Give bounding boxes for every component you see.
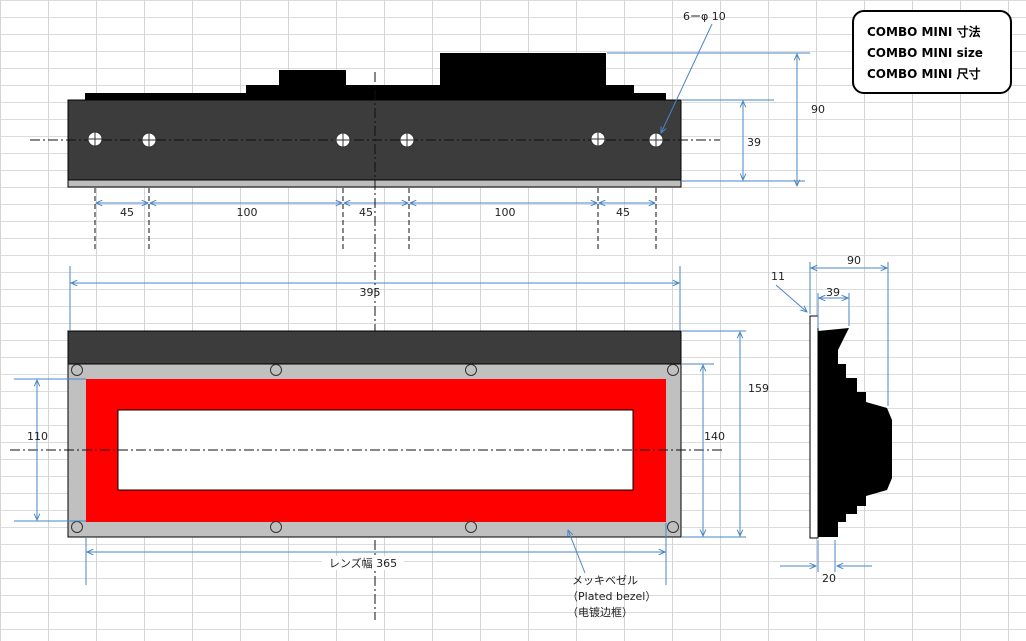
side-flange (809, 315, 819, 539)
dim-hole-spacing-1: 45 (120, 206, 134, 219)
bezel-label-en: （Plated bezel） (567, 590, 656, 603)
dim-lens-width: レンズ幅 365 (329, 556, 397, 570)
bezel-label-cn: （电镀边框） (567, 605, 633, 619)
dim-height-short: 39 (747, 136, 761, 149)
hole-callout: 6ーφ 10 (683, 10, 726, 23)
dim-side-base: 20 (822, 572, 836, 585)
bezel-label-jp: メッキベゼル (572, 574, 638, 587)
front-top-band (67, 330, 682, 365)
dim-hole-spacing-4: 100 (495, 206, 516, 219)
front-view: 110 140 159 レンズ幅 365 メッキベゼル （Plated beze… (10, 330, 769, 619)
side-profile (818, 328, 892, 537)
top-view: 45 100 45 100 45 6ーφ 10 39 90 395 (30, 10, 825, 330)
dim-overall-height: 159 (748, 382, 769, 395)
dim-side-mid: 39 (826, 286, 840, 299)
dim-bezel-height: 140 (704, 430, 725, 443)
top-profile (85, 53, 666, 100)
flange-leader (775, 284, 807, 312)
dim-side-depth: 90 (847, 254, 861, 267)
dim-lens-height: 110 (27, 430, 48, 443)
hole-callout-leader (661, 23, 713, 133)
dim-height-tall: 90 (811, 103, 825, 116)
bezel-screw (270, 364, 282, 376)
title-line-en: COMBO MINI size (867, 46, 983, 60)
bezel-callout-leader (568, 530, 586, 574)
dim-overall-width: 395 (360, 286, 381, 299)
title-line-ja: COMBO MINI 寸法 (867, 25, 981, 39)
bezel-screw (667, 364, 679, 376)
bezel-screw (71, 364, 83, 376)
bezel-screw (270, 521, 282, 533)
dim-hole-spacing-3: 45 (359, 206, 373, 219)
bezel-screw (667, 521, 679, 533)
bezel-screw (465, 521, 477, 533)
dim-hole-spacing-5: 45 (616, 206, 630, 219)
title-box: COMBO MINI 寸法 COMBO MINI size COMBO MINI… (852, 10, 1012, 94)
dim-flange: 11 (771, 270, 785, 283)
side-view: 90 39 11 20 (771, 254, 892, 585)
bezel-screw (465, 364, 477, 376)
dim-hole-spacing-2: 100 (237, 206, 258, 219)
title-line-zh: COMBO MINI 尺寸 (867, 67, 981, 81)
